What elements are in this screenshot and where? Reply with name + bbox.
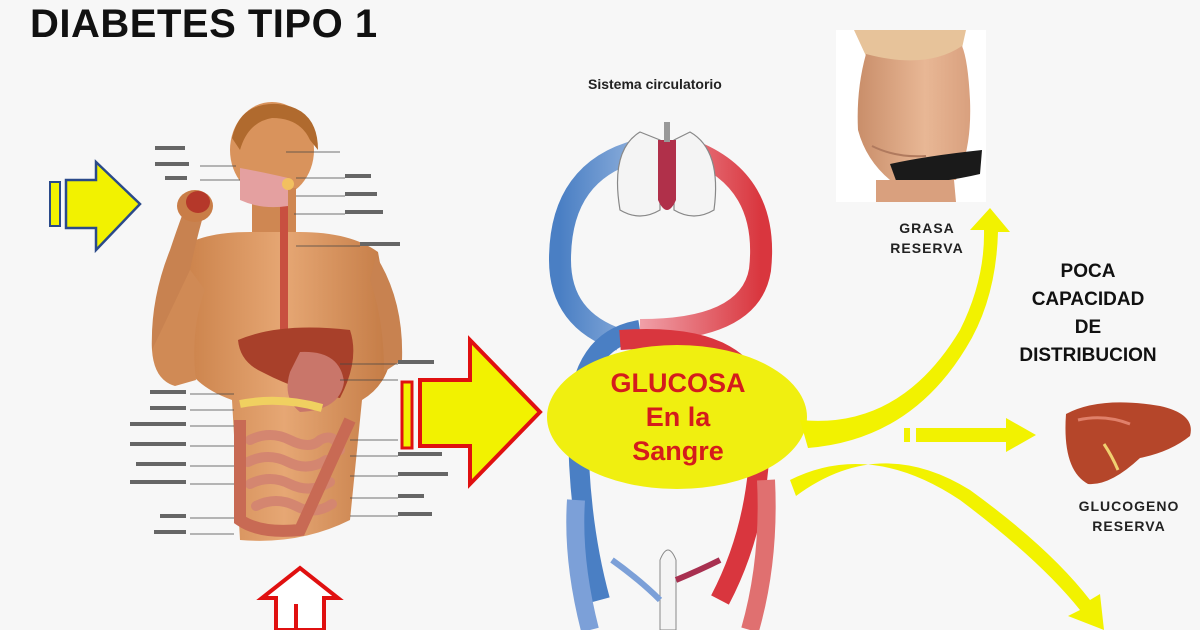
fat-reserve-label: GRASA RESERVA [862,218,992,258]
liver-illustration [1065,402,1191,485]
absorption-arrow [400,335,543,489]
fat-reserve-line-2: RESERVA [890,240,964,256]
circulatory-system-label: Sistema circulatorio [588,76,722,92]
low-capacity-line-1: POCA [1060,261,1116,282]
glycogen-reserve-line-2: RESERVA [1092,518,1166,534]
glycogen-reserve-label: GLUCOGENO RESERVA [1064,496,1194,536]
food-intake-arrow [49,159,142,254]
glucose-line-3: Sangre [632,436,724,466]
glucose-line-1: GLUCOSA [610,368,746,398]
glucose-line-2: En la [645,402,711,432]
low-capacity-label: POCA CAPACIDAD DE DISTRIBUCION [990,258,1186,370]
page-title: DIABETES TIPO 1 [30,2,378,46]
glycogen-storage-arrow [904,418,1036,452]
fat-reserve-line-1: GRASA [899,220,955,236]
digestive-system-illustration [130,102,448,541]
glucose-label: GLUCOSA En la Sangre [560,366,796,468]
glycogen-reserve-line-1: GLUCOGENO [1078,498,1180,514]
other-tissues-arrow [790,463,1104,630]
glucose-ellipse [547,345,807,489]
insulin-lack-arrow [256,565,344,630]
low-capacity-line-4: DISTRIBUCION [1019,345,1157,366]
low-capacity-line-3: DE [1074,317,1102,338]
fat-storage-arrow [800,208,1010,448]
low-capacity-line-2: CAPACIDAD [1031,289,1145,310]
fat-reserve-photo [836,30,986,202]
